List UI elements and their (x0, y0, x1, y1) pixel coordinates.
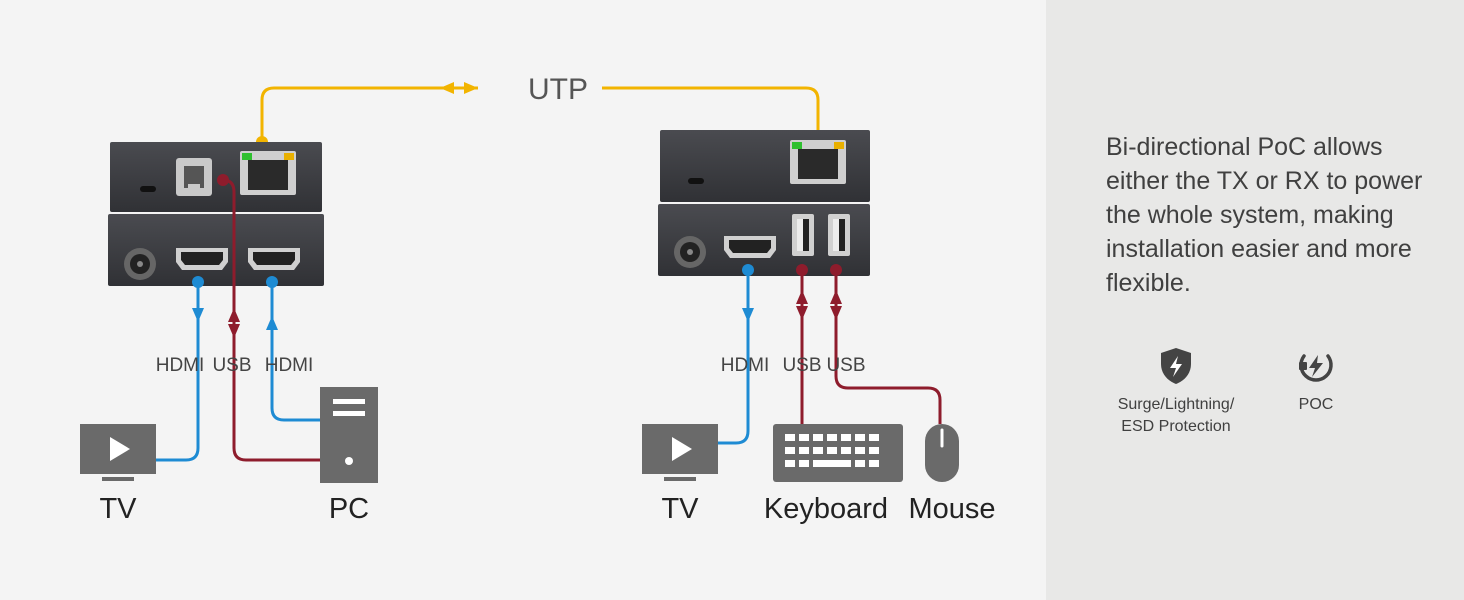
rx-usb-mouse-cable (830, 264, 942, 424)
tx-tv-label: TV (99, 493, 137, 525)
mouse-icon (925, 424, 959, 482)
rx-hdmi-out-port (724, 236, 776, 258)
tx-hdmi-tv-cable (155, 276, 204, 462)
keyboard-icon (773, 424, 903, 482)
poc-label: POC (1298, 396, 1334, 413)
rx-tv-icon (642, 424, 718, 481)
tx-port-label-hdmi-in: HDMI (265, 355, 314, 376)
hdmi-in-port (248, 248, 300, 270)
tx-tv-icon (80, 424, 156, 481)
rx-port-label-usb-2: USB (826, 355, 865, 376)
poc-description: Bi-directional PoC allows either the TX … (1106, 133, 1423, 297)
micro-usb-port (140, 186, 156, 192)
tx-port-label-usb: USB (212, 355, 251, 376)
rx-hdmi-tv-cable (718, 264, 754, 445)
rx-dc-power-jack (674, 236, 706, 268)
pc-tower-icon (320, 387, 378, 483)
hdmi-out-port (176, 248, 228, 270)
pc-label: PC (329, 493, 369, 525)
utp-label: UTP (528, 73, 588, 106)
rx-usb-a-port-1 (792, 214, 814, 256)
connection-diagram: UTP (80, 73, 996, 525)
feature-panel: Bi-directional PoC allows either the TX … (1046, 0, 1464, 600)
keyboard-label: Keyboard (764, 493, 888, 525)
rx-usb-a-port-2 (828, 214, 850, 256)
tx-port-label-hdmi-out: HDMI (156, 355, 205, 376)
shield-bolt-icon (1161, 348, 1191, 384)
rx-extender (658, 130, 870, 276)
power-plug-bolt-icon (1299, 354, 1333, 382)
tx-usb-pc-cable (217, 174, 320, 462)
feature-poc: POC (1261, 346, 1371, 416)
rx-port-label-hdmi: HDMI (721, 355, 770, 376)
tx-extender (108, 142, 324, 286)
rx-rj45-port (790, 140, 846, 184)
rx-tv-label: TV (661, 493, 699, 525)
mouse-label: Mouse (908, 493, 995, 525)
rx-micro-usb-port (688, 178, 704, 184)
rx-port-label-usb-1: USB (782, 355, 821, 376)
rj45-port (240, 151, 296, 195)
feature-surge-protection: Surge/Lightning/ ESD Protection (1096, 346, 1256, 438)
usb-b-port (176, 158, 212, 196)
rx-usb-keyboard-cable (796, 264, 808, 424)
tx-hdmi-pc-cable (266, 276, 320, 422)
dc-power-jack (124, 248, 156, 280)
surge-protection-label: Surge/Lightning/ ESD Protection (1117, 396, 1235, 435)
